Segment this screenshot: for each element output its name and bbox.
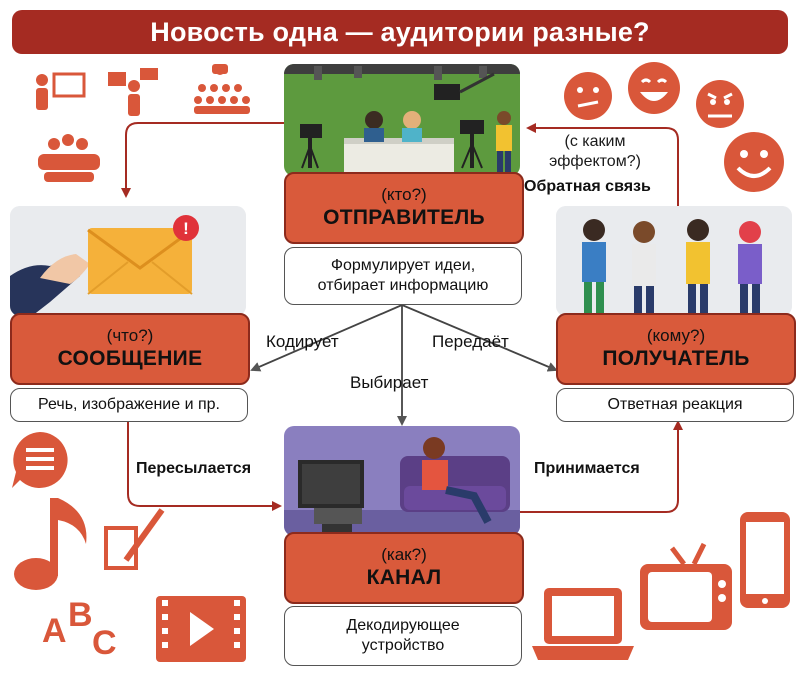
channel-question: (как?) <box>381 545 427 564</box>
video-play-icon <box>156 596 246 662</box>
envelope-illustration: ! <box>10 206 246 316</box>
sender-box: (кто?) ОТПРАВИТЕЛЬ <box>284 172 524 244</box>
receiver-box: (кому?) ПОЛУЧАТЕЛЬ <box>556 313 796 385</box>
sender-role: ОТПРАВИТЕЛЬ <box>323 206 485 229</box>
receiver-desc: Ответная реакция <box>556 388 794 422</box>
tv-icon <box>640 542 732 630</box>
title-banner: Новость одна — аудитории разные? <box>12 10 788 54</box>
message-role: СООБЩЕНИЕ <box>57 347 203 370</box>
tv-studio-illustration <box>284 64 520 176</box>
label-effect-line2: эффектом?) <box>549 153 641 170</box>
page-title: Новость одна — аудитории разные? <box>150 16 650 47</box>
label-forwarded: Пересылается <box>136 460 252 477</box>
neutral-face-icon <box>564 72 612 120</box>
message-desc-text: Речь, изображение и пр. <box>38 396 220 413</box>
arrow-feedback <box>526 123 679 206</box>
sender-question: (кто?) <box>381 185 427 204</box>
channel-role: КАНАЛ <box>366 566 442 589</box>
label-effect: (с каким эффектом?) <box>530 132 660 172</box>
receiver-role: ПОЛУЧАТЕЛЬ <box>602 347 750 370</box>
label-chooses: Выбирает <box>350 373 429 392</box>
arrow-channel-to-receiver <box>520 420 683 513</box>
label-received: Принимается <box>534 460 640 477</box>
sender-desc-line2: отбирает информацию <box>317 277 489 294</box>
emoji-faces-icons <box>564 62 784 192</box>
alphabet-icon: A B C <box>42 596 117 662</box>
arrow-sender-to-message <box>121 122 284 198</box>
message-desc: Речь, изображение и пр. <box>10 388 248 422</box>
arrow-transmits <box>401 304 558 372</box>
svg-text:A: A <box>42 612 67 650</box>
laughing-face-icon <box>628 62 680 114</box>
sender-desc: Формулирует идеи, отбирает информацию <box>284 247 522 305</box>
arrow-message-to-channel <box>127 420 282 511</box>
svg-text:B: B <box>68 596 93 634</box>
label-transmits: Передаёт <box>432 332 509 351</box>
laptop-icon <box>532 588 634 660</box>
device-icons <box>532 512 790 660</box>
music-note-icon <box>14 498 87 590</box>
arrow-encodes <box>250 304 403 372</box>
notification-badge: ! <box>183 219 189 238</box>
quill-scroll-icon <box>104 508 165 570</box>
media-icons: A B C <box>12 432 246 662</box>
smartphone-icon <box>740 512 790 608</box>
message-question: (что?) <box>106 326 154 345</box>
channel-desc-line1: Декодирующее <box>346 617 460 634</box>
label-effect-line1: (с каким <box>564 133 626 150</box>
smiling-face-icon <box>724 132 784 192</box>
sender-desc-line1: Формулирует идеи, <box>330 257 476 274</box>
tv-viewer-illustration <box>284 426 520 536</box>
channel-box: (как?) КАНАЛ <box>284 532 524 604</box>
chat-bubble-icon <box>12 432 68 488</box>
presentation-audience-icons <box>36 64 250 182</box>
message-box: (что?) СООБЩЕНИЕ <box>10 313 250 385</box>
label-encodes: Кодирует <box>266 332 339 351</box>
channel-desc-line2: устройство <box>361 637 445 654</box>
channel-desc: Декодирующее устройство <box>284 606 522 666</box>
receiver-desc-text: Ответная реакция <box>607 396 743 413</box>
audience-illustration <box>556 206 792 316</box>
svg-text:C: C <box>92 624 117 662</box>
receiver-question: (кому?) <box>646 326 706 345</box>
label-feedback: Обратная связь <box>524 178 651 195</box>
angry-face-icon <box>696 80 744 128</box>
